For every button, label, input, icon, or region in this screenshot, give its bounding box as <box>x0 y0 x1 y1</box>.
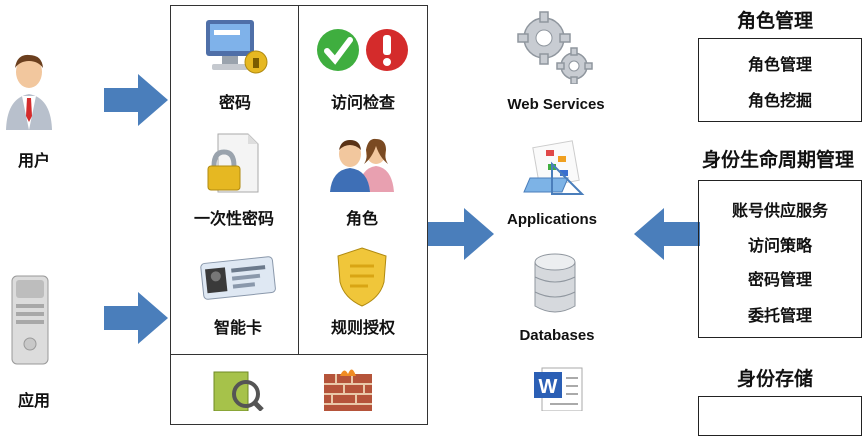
smart-card-icon <box>198 254 278 300</box>
word-document-icon: W <box>530 364 586 412</box>
password-computer-icon <box>200 18 272 78</box>
role-management-box: 角色管理 角色挖掘 <box>698 38 862 122</box>
web-services-label: Web Services <box>507 96 605 113</box>
svg-text:W: W <box>539 376 558 398</box>
user-icon <box>4 50 54 132</box>
database-icon <box>532 252 578 316</box>
auth-box-divider-vertical <box>298 5 299 355</box>
lifecycle-item: 委托管理 <box>747 306 812 325</box>
app-label: 应用 <box>17 391 50 410</box>
lifecycle-item: 账号供应服务 <box>731 201 828 220</box>
cell-access-check-label: 访问检查 <box>330 93 395 112</box>
databases-label: Databases <box>519 327 595 344</box>
one-time-password-icon <box>204 132 260 194</box>
auth-box-divider-horizontal <box>170 354 428 355</box>
role-item: 角色挖掘 <box>747 91 812 110</box>
firewall-icon <box>320 366 376 411</box>
applications-icon <box>522 140 588 196</box>
folder-search-icon <box>210 368 264 412</box>
identity-store-title: 身份存储 <box>736 368 813 390</box>
lifecycle-item: 访问策略 <box>747 236 812 255</box>
cell-role-label: 角色 <box>345 209 378 228</box>
cell-smart-card-label: 智能卡 <box>213 318 262 337</box>
arrow-lifecycle-to-applications <box>634 208 700 260</box>
cell-rule-auth-label: 规则授权 <box>330 318 395 337</box>
cell-otp-label: 一次性密码 <box>193 209 274 228</box>
role-management-title: 角色管理 <box>736 10 813 32</box>
lifecycle-box: 账号供应服务 访问策略 密码管理 委托管理 <box>698 180 862 338</box>
server-icon <box>10 272 50 368</box>
applications-label: Applications <box>506 211 597 228</box>
arrow-auth-to-resources <box>428 208 494 260</box>
user-label: 用户 <box>17 151 50 170</box>
role-people-icon <box>328 136 396 192</box>
web-services-gear-icon <box>514 10 594 85</box>
rule-shield-icon <box>334 246 390 308</box>
access-check-icon <box>316 26 410 76</box>
identity-store-box <box>698 396 862 436</box>
arrow-app-to-auth <box>104 292 168 344</box>
cell-password-label: 密码 <box>218 93 251 112</box>
lifecycle-item: 密码管理 <box>747 270 812 289</box>
arrow-user-to-auth <box>104 74 168 126</box>
lifecycle-title: 身份生命周期管理 <box>701 149 854 171</box>
role-item: 角色管理 <box>747 55 812 74</box>
